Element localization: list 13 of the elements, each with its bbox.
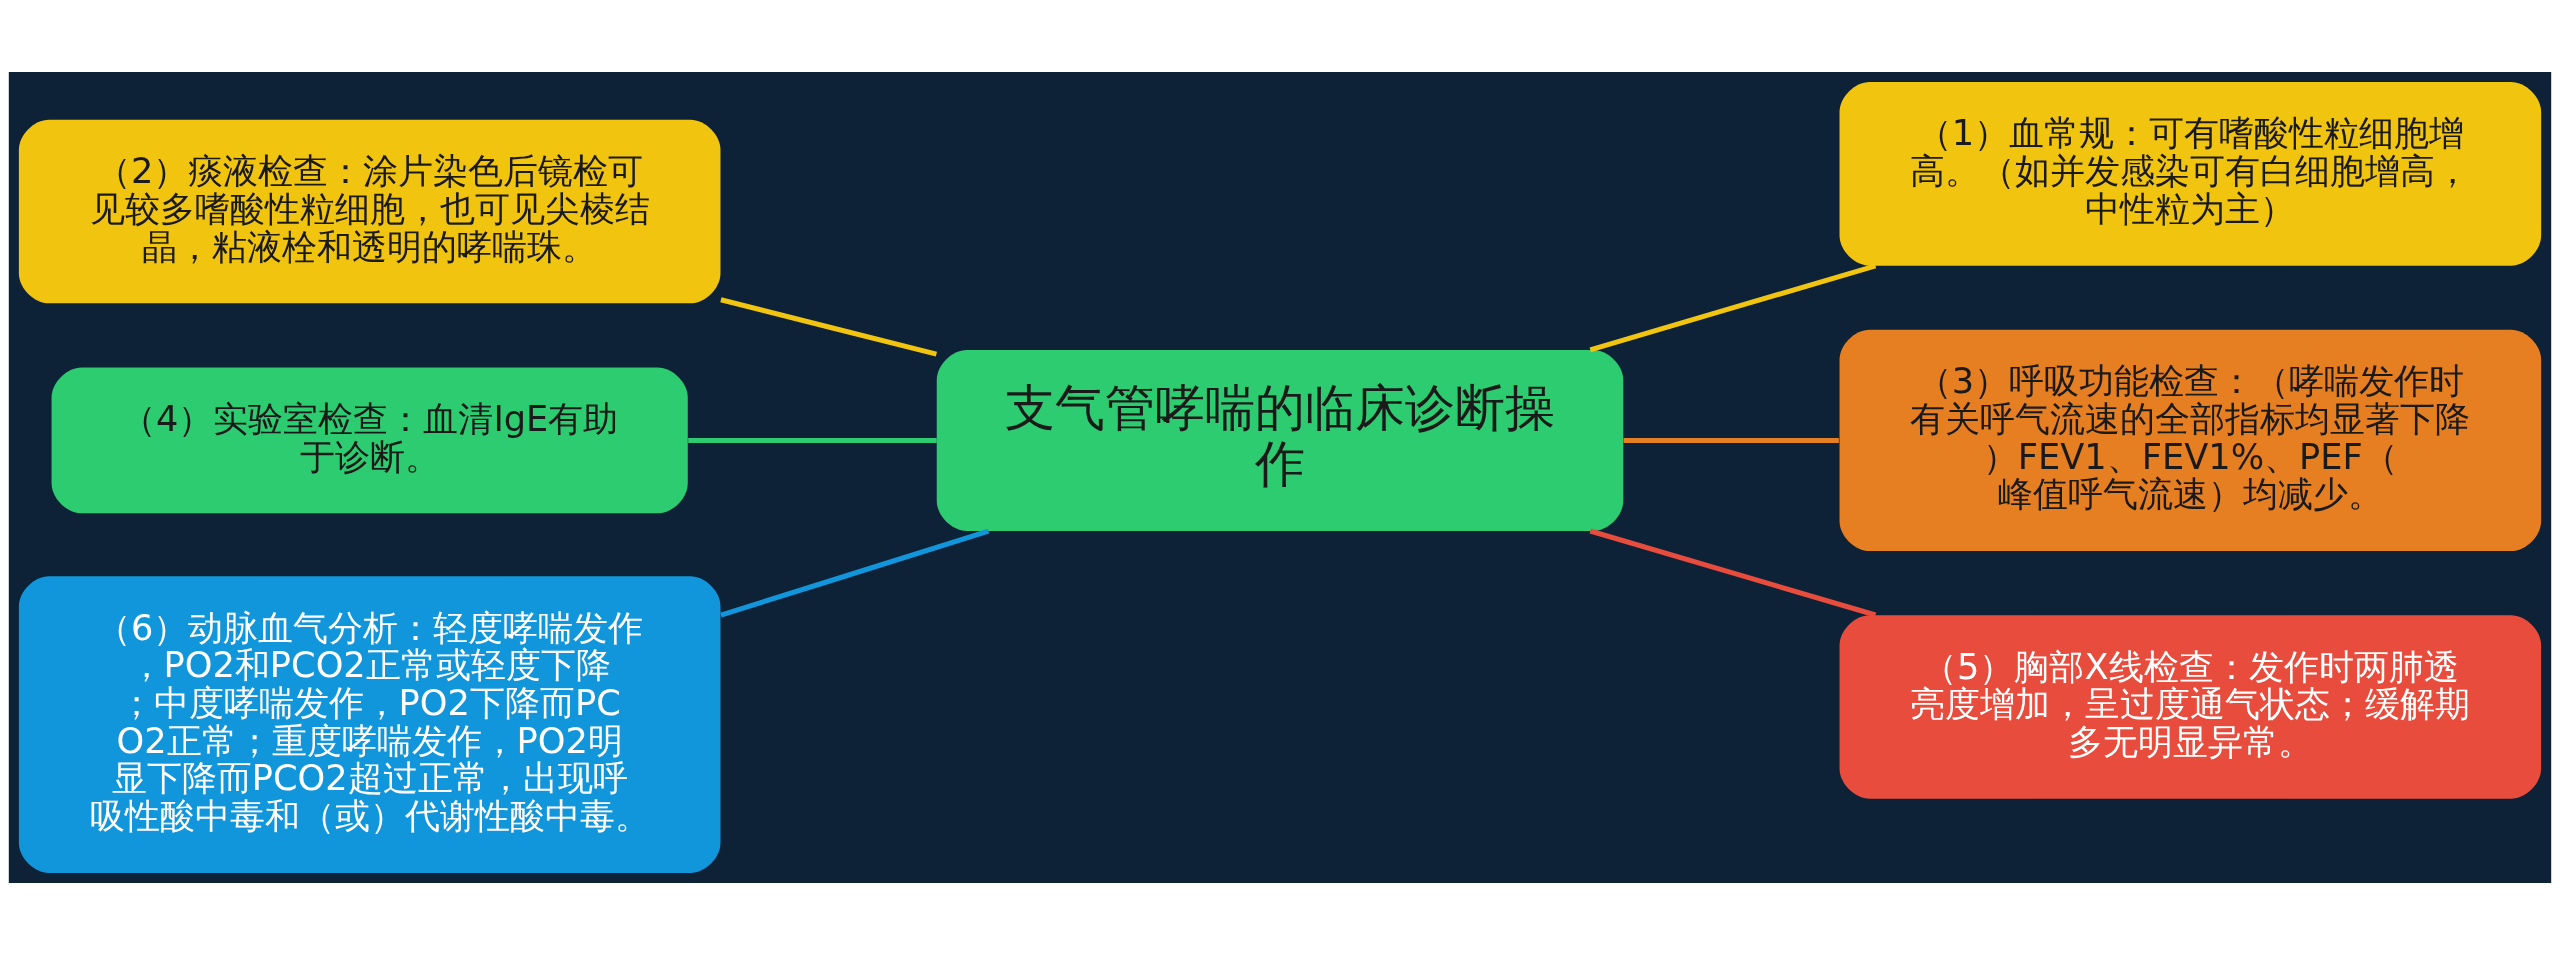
node-box: 支气管哮喘的临床诊断操作	[936, 349, 1624, 531]
node-box: （2）痰液检查：涂片染色后镜检可见较多嗜酸性粒细胞，也可见尖棱结晶，粘液栓和透明的哮喘珠。	[18, 119, 721, 304]
connector	[1589, 528, 1877, 618]
node-box: （6）动脉血气分析：轻度哮喘发作，PO2和PCO2正常或轻度下降；中度哮喘发作，PO2下降而PCO2正常；重度哮喘发作，PO2明显下降而PCO2超过正常，出现呼吸性酸中毒和（或）代谢性酸中毒。	[18, 576, 721, 873]
connector	[1623, 437, 1839, 443]
connector	[688, 437, 937, 443]
node-box: （3）呼吸功能检查：（哮喘发作时有关呼气流速的全部指标均显著下降）FEV1、FEV1%、PEF（峰值呼气流速）均减少。	[1839, 329, 2542, 552]
connector	[720, 528, 990, 618]
connector	[1589, 263, 1877, 353]
node-box: （5）胸部X线检查：发作时两肺透亮度增加，呈过度通气状态；缓解期多无明显异常。	[1839, 615, 2542, 799]
node-box: （1）血常规：可有嗜酸性粒细胞增高。（如并发感染可有白细胞增高，中性粒为主）	[1839, 82, 2542, 266]
node-box: （4）实验室检查：血清IgE有助于诊断。	[51, 367, 688, 514]
connector	[720, 297, 938, 357]
